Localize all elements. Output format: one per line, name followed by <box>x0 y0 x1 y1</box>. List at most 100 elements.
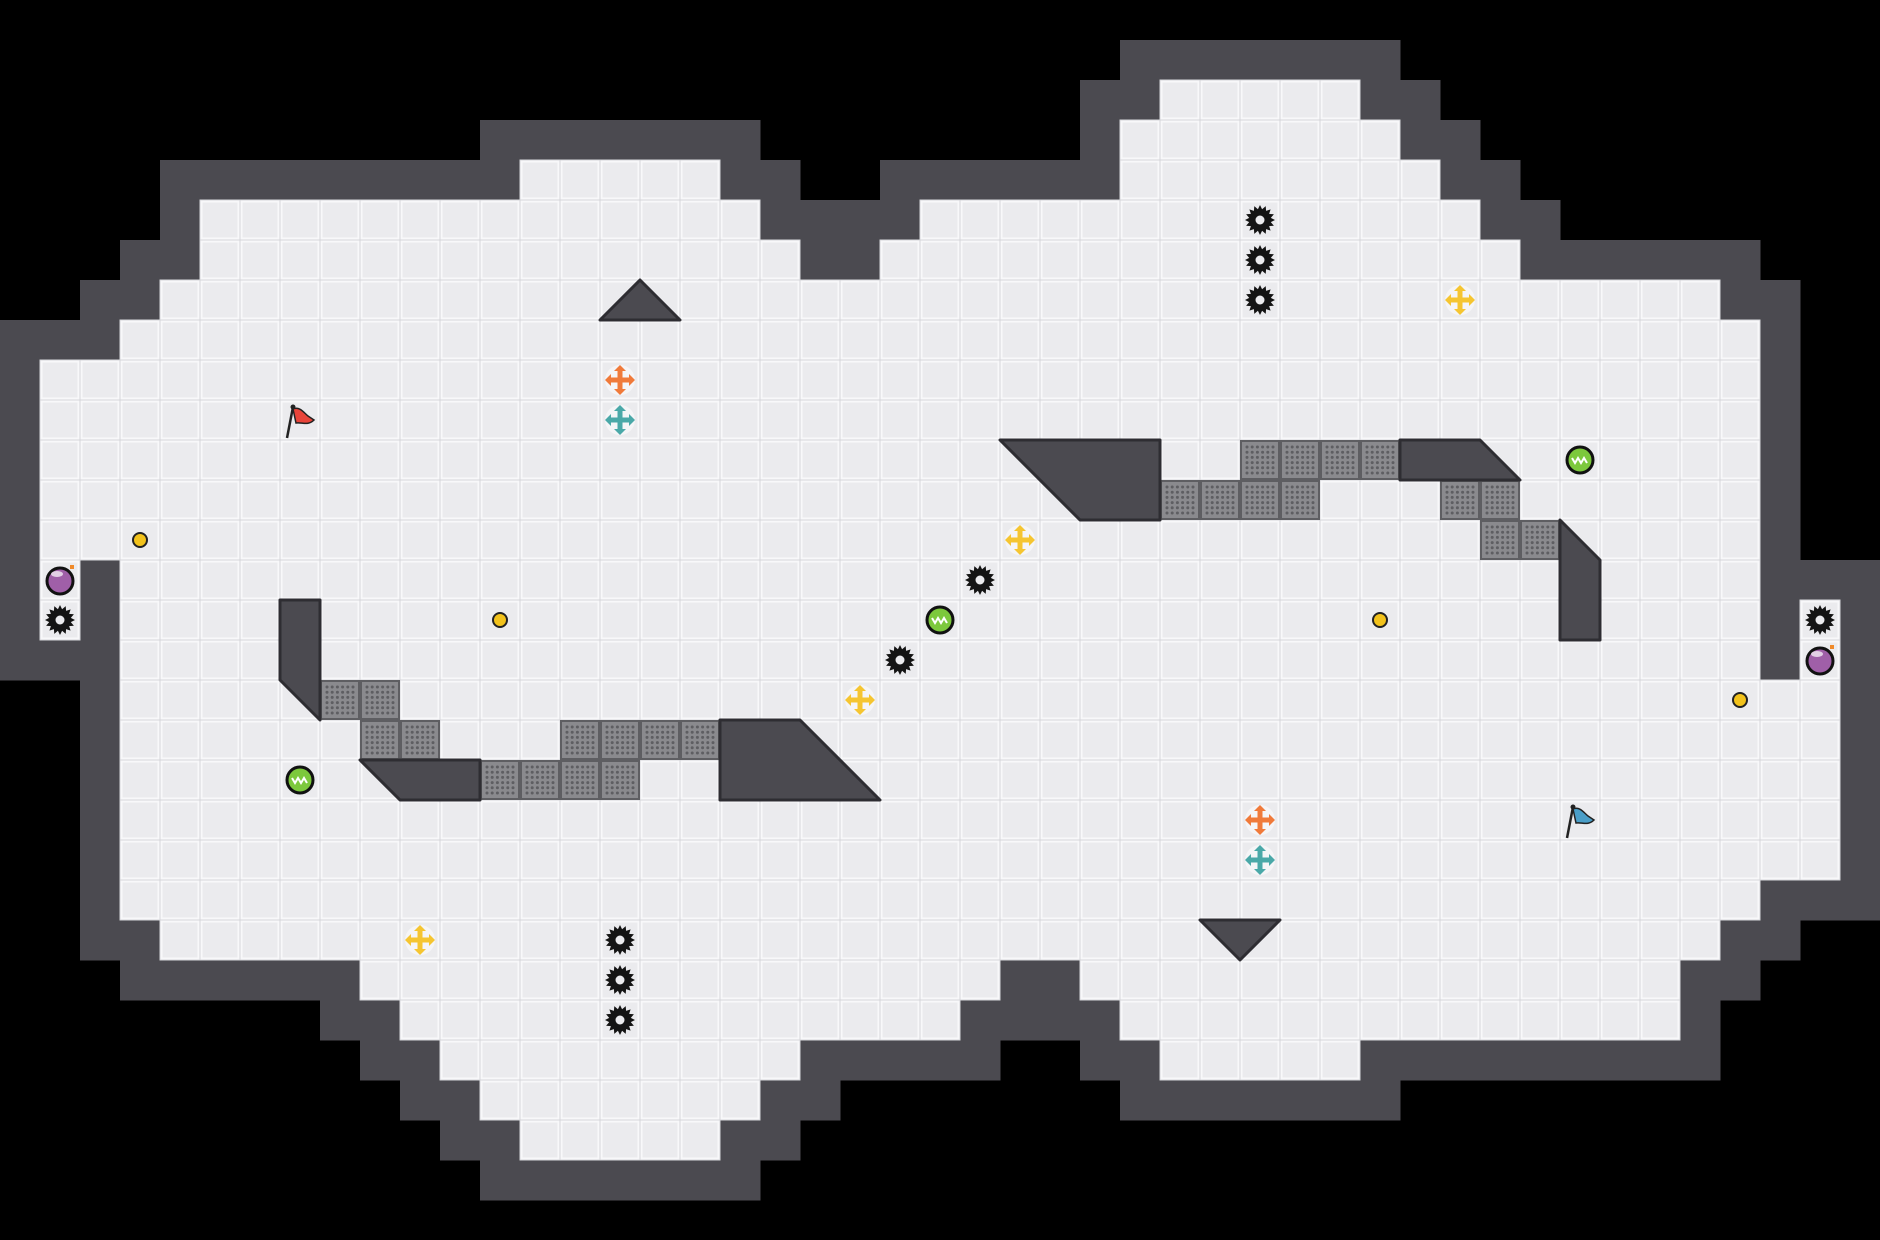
floor-tile <box>440 1040 480 1080</box>
floor-tile-highlight <box>1200 1000 1240 1040</box>
floor-tile-highlight <box>640 360 680 400</box>
walls <box>0 40 1880 1201</box>
floor-tile-highlight <box>960 200 1000 240</box>
floor-tile-highlight <box>120 640 160 680</box>
floor-tile <box>480 440 520 480</box>
grate-hole <box>631 725 635 729</box>
floor-tile <box>1600 1000 1640 1040</box>
grate-hole <box>535 786 539 790</box>
floor-tile <box>280 800 320 840</box>
floor-tile <box>480 840 520 880</box>
grate-hole <box>370 725 374 729</box>
grate-hole <box>1255 461 1259 465</box>
floor-tile-highlight <box>560 1000 600 1040</box>
floor-tile <box>1360 960 1400 1000</box>
wall-tile <box>1720 280 1761 321</box>
floor-tile-highlight <box>240 440 280 480</box>
grate-hole <box>410 735 414 739</box>
grate-hole <box>655 751 659 755</box>
grate-hole <box>570 786 574 790</box>
floor-tile-highlight <box>680 320 720 360</box>
floor-tile <box>1800 680 1840 720</box>
floor-tile-highlight <box>840 360 880 400</box>
grate-hole <box>1186 506 1190 510</box>
grate-hole <box>575 725 579 729</box>
floor-tile-highlight <box>640 760 680 800</box>
grate-hole <box>525 770 529 774</box>
floor-tile <box>200 880 240 920</box>
grate-hole <box>1311 501 1315 505</box>
grate-hole <box>701 741 705 745</box>
floor-tile-highlight <box>1120 680 1160 720</box>
grate-hole <box>650 735 654 739</box>
floor-tile <box>240 400 280 440</box>
grate-hole <box>615 746 619 750</box>
floor-tile <box>680 160 720 200</box>
grate-hole <box>1255 466 1259 470</box>
floor-tile <box>880 440 920 480</box>
floor-tile-highlight <box>1440 840 1480 880</box>
floor-tile-highlight <box>1160 680 1200 720</box>
grate-hole <box>370 690 374 694</box>
wall-tile <box>160 960 201 1001</box>
floor-tile-highlight <box>1000 680 1040 720</box>
floor-tile <box>720 480 760 520</box>
floor-tile <box>1000 280 1040 320</box>
grate-hole <box>1295 501 1299 505</box>
floor-tile-highlight <box>520 680 560 720</box>
floor-tile <box>480 640 520 680</box>
grate-hole <box>1541 525 1545 529</box>
grate-hole <box>1311 466 1315 470</box>
grate-hole <box>1210 495 1214 499</box>
solid-block <box>718 718 882 802</box>
floor-tile-highlight <box>680 280 720 320</box>
floor-tile-highlight <box>480 480 520 520</box>
grate-hole <box>690 751 694 755</box>
floor-tile-highlight <box>1440 360 1480 400</box>
grate-hole <box>381 735 385 739</box>
grate-hole <box>1285 490 1289 494</box>
grate-hole <box>565 751 569 755</box>
floor-tile <box>440 320 480 360</box>
floor-tile-highlight <box>1360 600 1400 640</box>
floor-tile <box>760 680 800 720</box>
wall-tile <box>1560 240 1601 281</box>
wall-tile <box>1360 1040 1401 1081</box>
grate-hole <box>335 706 339 710</box>
floor-tile <box>1560 840 1600 880</box>
grate-hole <box>1445 511 1449 515</box>
floor-tile <box>920 920 960 960</box>
floor-tile-highlight <box>880 1000 920 1040</box>
cross-arrow <box>1245 814 1251 826</box>
grate-hole <box>1255 445 1259 449</box>
wall-tile <box>1840 880 1880 921</box>
grate-hole <box>1495 525 1499 529</box>
grate-hole <box>671 751 675 755</box>
wall-tile <box>960 160 1001 201</box>
grate-hole <box>1351 455 1355 459</box>
floor-tile-highlight <box>1040 240 1080 280</box>
floor-tile <box>160 920 200 960</box>
floor-tile <box>1320 320 1360 360</box>
floor-tile <box>1320 120 1360 160</box>
grate-hole <box>501 765 505 769</box>
coin-icon <box>132 532 148 548</box>
floor-tile <box>1520 680 1560 720</box>
floor-tile <box>80 480 120 520</box>
grate-hole <box>1335 471 1339 475</box>
floor-tile <box>640 320 680 360</box>
grate-hole <box>375 751 379 755</box>
floor-tile <box>1040 320 1080 360</box>
wall-tile <box>400 1040 441 1081</box>
grate-hole <box>1495 490 1499 494</box>
grate-hole <box>546 770 550 774</box>
floor-tile <box>840 640 880 680</box>
grate-hole <box>1506 541 1510 545</box>
floor-tile-highlight <box>1120 840 1160 880</box>
wall-tile <box>1640 240 1681 281</box>
grate-hole <box>605 770 609 774</box>
grate-hole <box>1290 450 1294 454</box>
floor-tile-highlight <box>680 1120 720 1160</box>
floor-tile-highlight <box>880 720 920 760</box>
floor-tile-highlight <box>1280 680 1320 720</box>
